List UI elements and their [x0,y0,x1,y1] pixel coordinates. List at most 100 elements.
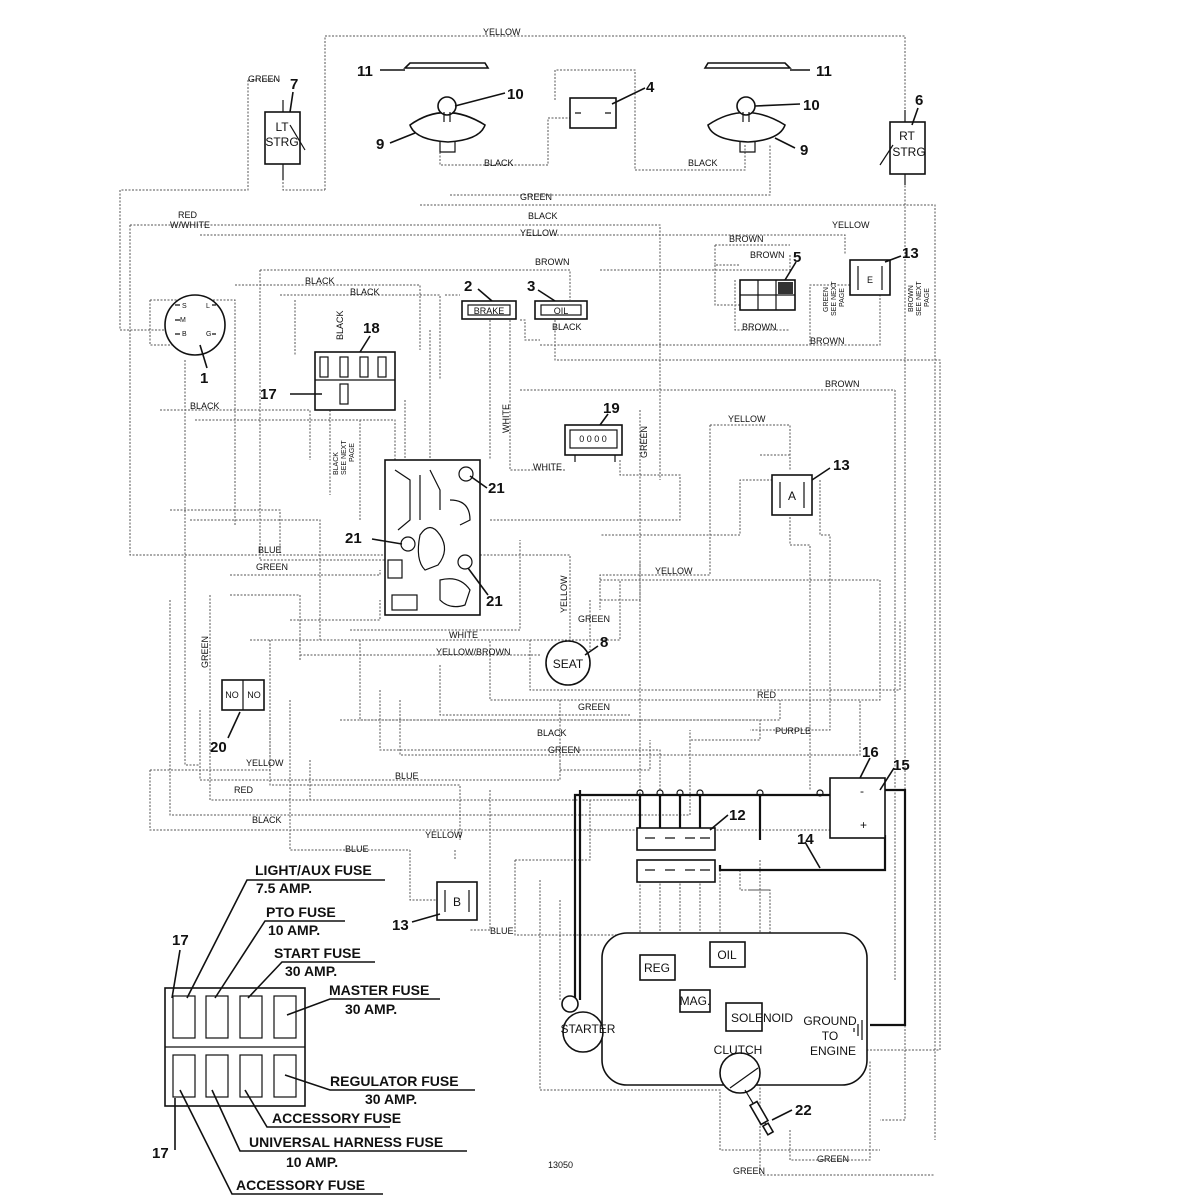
wl-red: RED [178,210,198,220]
wl-black-vert: BLACK [335,310,345,340]
callout-2: 2 [464,278,472,295]
wl-blue-13b2: BLUE [490,926,514,936]
starter-label: STARTER [561,1022,616,1036]
wl-yellow-vert: YELLOW [559,575,569,613]
wl-page-1: PAGE [349,443,356,462]
wl-green-mid: GREEN [520,192,552,202]
wl-black-sw1: BLACK [305,276,335,286]
pto-clutch: CLUTCH [714,1043,775,1136]
callout-16: 16 [862,744,879,761]
fuse-regulator-amp: 30 AMP. [365,1091,417,1107]
hourmeter: 0 0 0 0 [564,424,623,462]
callout-8: 8 [600,634,608,651]
wl-page-2: PAGE [839,288,846,307]
callout-19: 19 [603,400,620,417]
wl-yellow-a: YELLOW [655,566,693,576]
ign-s: S [182,303,187,310]
no1-label: NO [225,690,239,700]
rt-strg-label-2: STRG [892,145,925,159]
ignition-switch: S L M B G [164,294,226,356]
wl-green-lt: GREEN [248,74,280,84]
lt-strg-label-2: STRG [265,135,298,149]
wl-green-l: GREEN [256,562,288,572]
callout-18: 18 [363,320,380,337]
wl-brown-line: BROWN [535,257,570,267]
callout-15: 15 [893,757,910,774]
fuse-universal: UNIVERSAL HARNESS FUSE [249,1134,443,1150]
battery-minus: - [860,784,864,798]
wl-green-see: GREEN [823,287,830,312]
wl-page-3: PAGE [924,288,931,307]
callout-13c: 13 [392,917,409,934]
callout-7: 7 [290,76,298,93]
ground-label-3: ENGINE [810,1044,856,1058]
fuse-accessory-1: ACCESSORY FUSE [272,1110,401,1126]
wl-black-low2: BLACK [252,815,282,825]
ground-label-2: TO [822,1029,838,1043]
wl-blue-l: BLUE [258,545,282,555]
wl-green-bot2: GREEN [733,1166,765,1176]
callout-14: 14 [797,831,814,848]
wl-see-next-3: SEE NEXT [916,281,923,316]
fuse-block-upper [314,351,396,411]
ign-b: B [182,331,187,338]
hourmeter-digits: 0 0 0 0 [579,434,607,444]
ign-g: G [206,331,211,338]
fuse-master-amp: 30 AMP. [345,1001,397,1017]
wl-green-low2: GREEN [548,745,580,755]
relay-e-label: E [867,275,873,285]
control-module [384,459,481,616]
rt-strg-switch: RT STRG [879,110,926,185]
connector-5 [739,279,796,311]
wl-see-next-1: SEE NEXT [341,440,348,475]
fuse-start: START FUSE [274,945,361,961]
wl-brown-line2: BROWN [825,379,860,389]
wl-brown-top: BROWN [729,234,764,244]
callout-13a: 13 [902,245,919,262]
callout-5: 5 [793,249,801,266]
oil-pressure-switch: OIL [534,300,588,320]
callout-21b: 21 [345,530,362,547]
solenoid-label: SOLENOID [731,1011,793,1025]
terminal-strip-12 [636,827,716,883]
callout-20: 20 [210,739,227,756]
reg-label: REG [644,961,670,975]
wl-green-low: GREEN [578,702,610,712]
figure-number: 13050 [548,1160,573,1170]
wl-black-sw2: BLACK [350,287,380,297]
fuse-start-amp: 30 AMP. [285,963,337,979]
starter-motor: STARTER [561,995,616,1053]
wl-black-ign: BLACK [190,401,220,411]
engine-outline: REG OIL MAG. SOLENOID GROUND TO ENGINE [601,932,868,1086]
wl-yellow-top: YELLOW [483,27,521,37]
wl-yellow-r: YELLOW [832,220,870,230]
callout-numbers: 11 11 10 10 9 9 4 7 6 2 3 5 13 1 18 17 1… [152,63,923,1162]
clutch-label: CLUTCH [714,1043,763,1057]
wl-brown-13a: BROWN [750,250,785,260]
wl-black-oil: BLACK [552,322,582,332]
diode-module-icon [569,97,617,129]
fuse-light-aux: LIGHT/AUX FUSE [255,862,372,878]
lt-strg-label-1: LT [275,120,289,134]
callout-17c: 17 [152,1145,169,1162]
wl-black-low: BLACK [537,728,567,738]
relay-e: E [849,259,891,296]
headlight-left-icon [409,96,486,153]
harness-wires [119,35,941,1176]
wl-black-r1: BLACK [688,158,718,168]
seat-label: SEAT [553,657,584,671]
lt-strg-switch: LT STRG [264,100,306,180]
wl-brown-13b: BROWN [742,322,777,332]
no-switches: NO NO [221,679,265,711]
wl-white-vert: WHITE [501,404,511,433]
relay-b: B [436,881,478,921]
brake-switch: BRAKE [461,300,517,320]
callout-22: 22 [795,1102,812,1119]
fuse-universal-amp: 10 AMP. [286,1154,338,1170]
battery: - + [829,777,886,839]
fuse-pto: PTO FUSE [266,904,336,920]
fuse-labels: LIGHT/AUX FUSE 7.5 AMP. PTO FUSE 10 AMP.… [236,862,459,1193]
fuse-regulator: REGULATOR FUSE [330,1073,459,1089]
